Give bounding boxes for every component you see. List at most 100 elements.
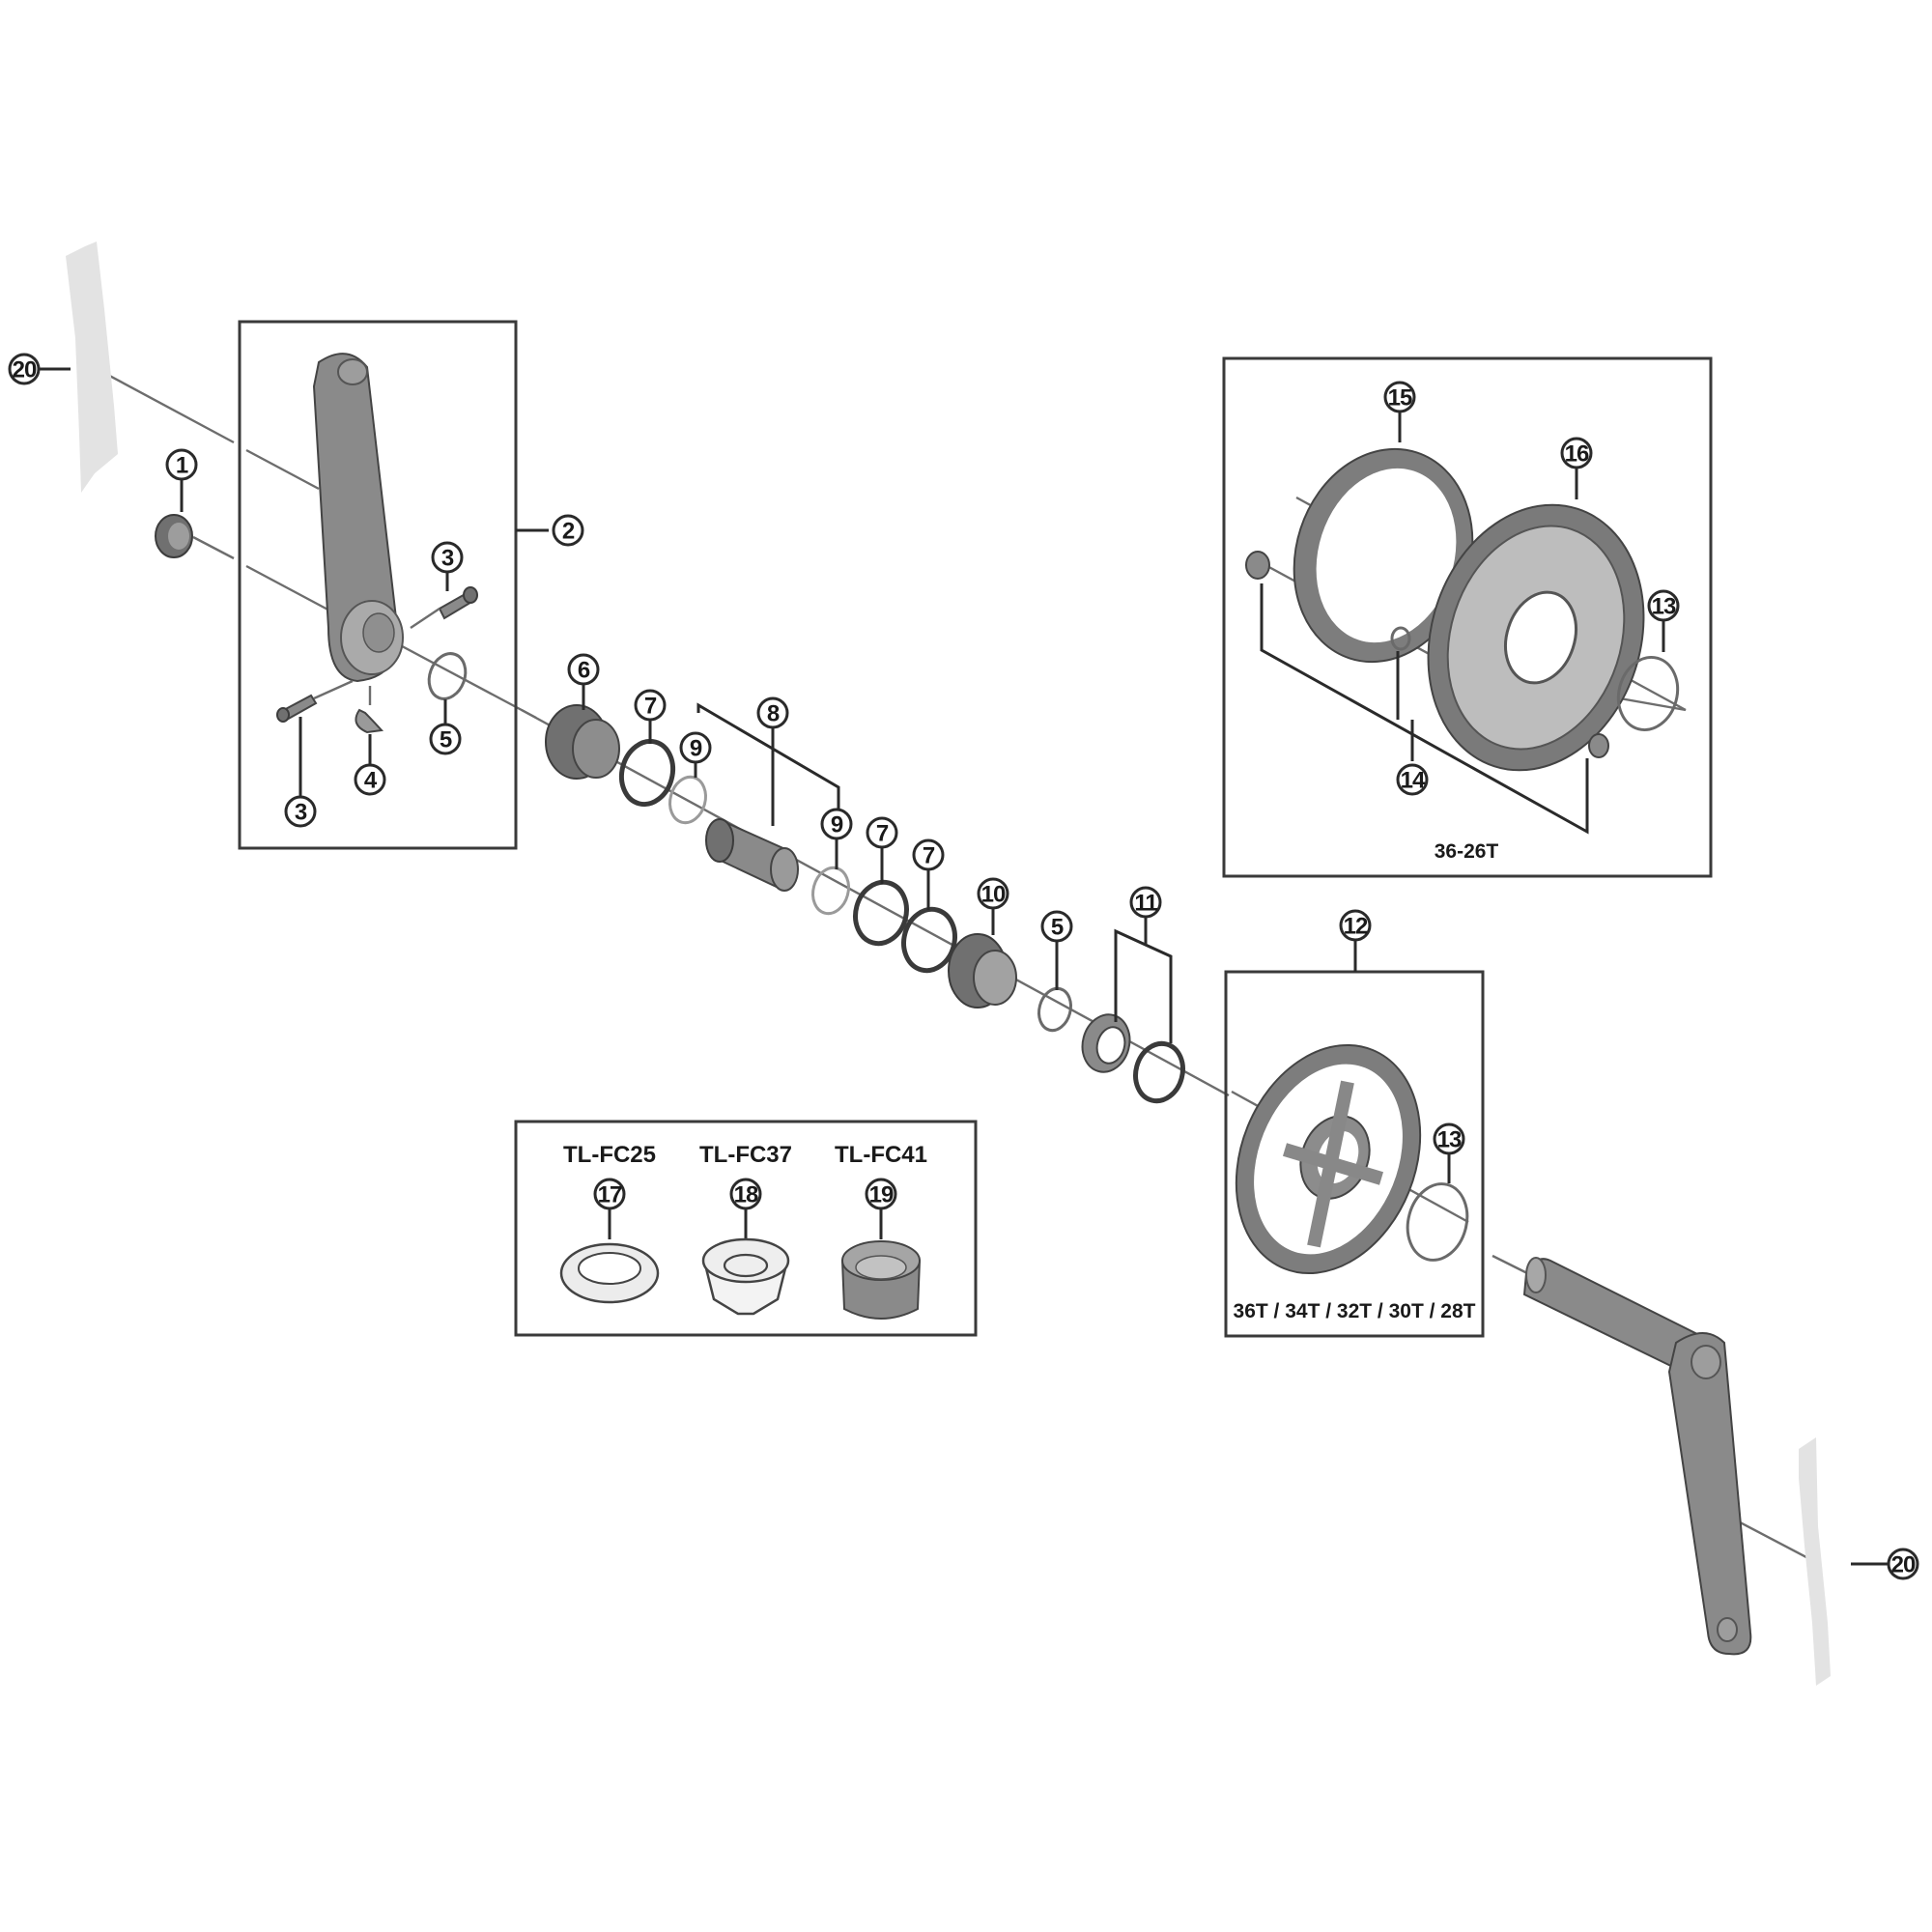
callout-number: 10	[981, 882, 1006, 908]
callout-number: 12	[1344, 914, 1368, 940]
callout-15: 15	[1383, 381, 1416, 413]
left-crank-arm	[312, 353, 404, 683]
spacer-9a	[668, 775, 707, 825]
callout-circle	[866, 816, 898, 849]
callout-19: 19	[865, 1178, 897, 1210]
pinch-bolt-lower	[276, 694, 318, 723]
frame-bb-shell-left	[66, 242, 118, 493]
callout-circle	[8, 353, 41, 385]
chainring-bolt-left	[1245, 551, 1270, 580]
callout-circle	[429, 723, 462, 755]
tool-name-tl-fc37: TL-FC37	[699, 1142, 792, 1168]
pinch-bolt-upper	[438, 586, 478, 620]
callout-circle	[1339, 909, 1372, 942]
callout-circle	[1383, 381, 1416, 413]
callout-circle	[165, 448, 198, 481]
callout-circle	[634, 689, 667, 722]
callout-20: 20	[8, 353, 41, 385]
chainring-bolt-right	[1588, 733, 1609, 758]
callout-1: 1	[165, 448, 198, 481]
callout-2: 2	[552, 514, 584, 547]
chainring-set-caption: 36-26T	[1435, 840, 1499, 863]
o-ring-13b	[1406, 1182, 1469, 1262]
chainring-set-box	[1222, 356, 1713, 878]
callout-number: 8	[767, 701, 780, 727]
tool-tl-fc41	[840, 1240, 922, 1320]
left-hand-adapter	[545, 704, 620, 780]
callout-4: 4	[354, 763, 386, 796]
callout-circle	[431, 541, 464, 574]
callout-5: 5	[429, 723, 462, 755]
right-crank-arm-with-spindle	[1522, 1257, 1752, 1656]
callout-7: 7	[912, 838, 945, 871]
callout-11: 11	[1129, 886, 1162, 919]
callout-circle	[1040, 910, 1073, 943]
lock-ring-set	[1081, 1013, 1185, 1104]
direct-mount-chainring	[1235, 1043, 1422, 1275]
callout-number: 7	[923, 843, 935, 869]
callout-circle	[756, 696, 789, 729]
callout-number: 20	[13, 357, 37, 384]
callout-17: 17	[593, 1178, 626, 1210]
callout-20: 20	[1887, 1548, 1919, 1580]
callout-circle	[679, 731, 712, 764]
callout-13: 13	[1433, 1122, 1465, 1155]
callout-number: 13	[1437, 1127, 1462, 1153]
callout-number: 16	[1565, 441, 1589, 468]
callout-circle	[1560, 437, 1593, 469]
callout-number: 3	[441, 546, 454, 572]
callout-number: 15	[1388, 385, 1412, 412]
callout-9: 9	[679, 731, 712, 764]
callout-circle	[593, 1178, 626, 1210]
seal-ring-7b	[853, 879, 909, 947]
o-ring-left	[427, 652, 468, 700]
seal-ring-7a	[618, 738, 676, 808]
callout-circle	[1647, 589, 1680, 622]
callout-number: 6	[578, 658, 590, 684]
callout-12: 12	[1339, 909, 1372, 942]
o-ring-13a	[1616, 655, 1680, 732]
callout-3: 3	[284, 795, 317, 828]
tool-name-tl-fc41: TL-FC41	[835, 1142, 927, 1168]
callout-number: 2	[562, 519, 575, 545]
seal-ring-7c	[901, 906, 957, 974]
callout-number: 3	[295, 800, 307, 826]
callout-7: 7	[634, 689, 667, 722]
left-crank-box	[238, 320, 518, 850]
callout-number: 17	[598, 1182, 622, 1208]
tools-box	[514, 1120, 978, 1337]
callout-circle	[977, 877, 1009, 910]
tool-tl-fc37	[701, 1237, 790, 1316]
callout-number: 11	[1134, 891, 1157, 917]
callout-number: 14	[1401, 768, 1426, 794]
callout-number: 7	[876, 821, 889, 847]
safety-plate	[355, 708, 384, 734]
callout-16: 16	[1560, 437, 1593, 469]
callout-number: 5	[440, 727, 452, 753]
right-hand-adapter	[948, 933, 1017, 1009]
callout-leaders	[39, 367, 1889, 1566]
callout-circle	[912, 838, 945, 871]
callout-number: 19	[869, 1182, 894, 1208]
callout-circle	[729, 1178, 762, 1210]
callout-number: 4	[364, 768, 378, 794]
callout-18: 18	[729, 1178, 762, 1210]
callout-number: 1	[176, 453, 188, 479]
chainring-large-36t	[1427, 503, 1645, 772]
callout-circle	[354, 763, 386, 796]
callout-circle	[567, 653, 600, 686]
callout-number: 20	[1891, 1552, 1916, 1578]
callout-number: 13	[1652, 594, 1676, 620]
callout-circle	[1129, 886, 1162, 919]
callout-number: 7	[644, 694, 657, 720]
crank-arm-fixing-cap	[155, 514, 193, 558]
callout-3: 3	[431, 541, 464, 574]
tool-name-tl-fc25: TL-FC25	[563, 1142, 656, 1168]
callout-number: 9	[690, 736, 702, 762]
callout-number: 18	[734, 1182, 758, 1208]
callout-circle	[1433, 1122, 1465, 1155]
spacer-14	[1390, 626, 1411, 651]
callout-7: 7	[866, 816, 898, 849]
